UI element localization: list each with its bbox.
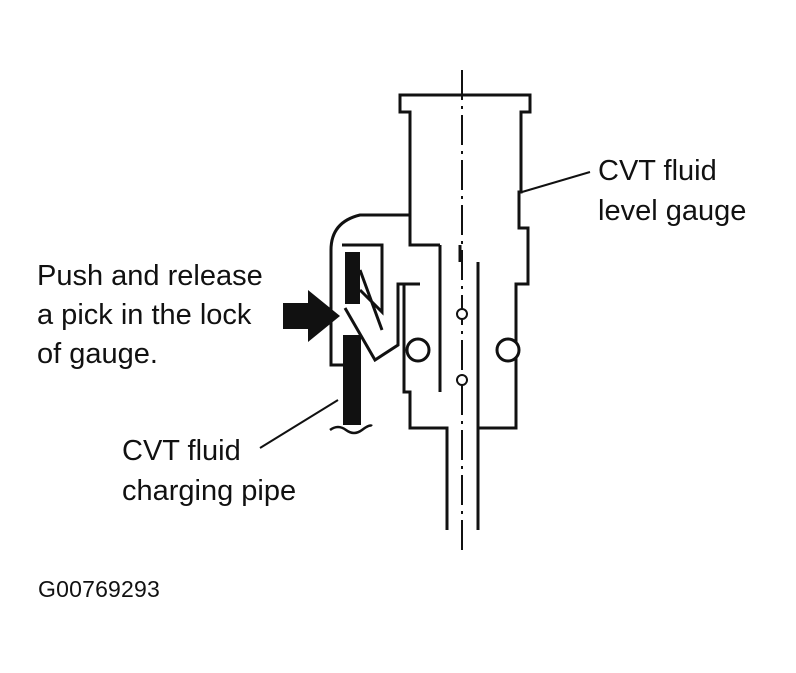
- gauge-label-line-2: level gauge: [598, 195, 747, 227]
- push-arrow-icon: [283, 290, 340, 342]
- lock-ball-right: [495, 337, 521, 363]
- charging-pipe-lower: [343, 335, 361, 425]
- rod-hole-upper: [456, 308, 468, 320]
- charging-pipe-upper: [345, 252, 360, 304]
- gauge-neck-line: [408, 215, 440, 247]
- gauge-leader-line: [521, 171, 591, 193]
- lock-ball-left: [405, 337, 431, 363]
- push-label-line-2: a pick in the lock: [37, 299, 252, 331]
- figure-code: G00769293: [38, 576, 161, 602]
- pipe-leader-line: [259, 399, 339, 449]
- lock-pick-outline: [342, 243, 404, 363]
- gauge-rod-channel: [438, 245, 480, 428]
- rod-hole-lower: [456, 374, 468, 386]
- gauge-label-line-1: CVT fluid: [598, 155, 717, 187]
- pipe-label-line-2: charging pipe: [122, 475, 297, 507]
- push-label-line-3: of gauge.: [37, 338, 158, 370]
- pipe-label-line-1: CVT fluid: [122, 435, 241, 467]
- pipe-break-line: [329, 424, 373, 435]
- gauge-body-outline: [329, 93, 532, 530]
- push-label-line-1: Push and release: [37, 260, 263, 292]
